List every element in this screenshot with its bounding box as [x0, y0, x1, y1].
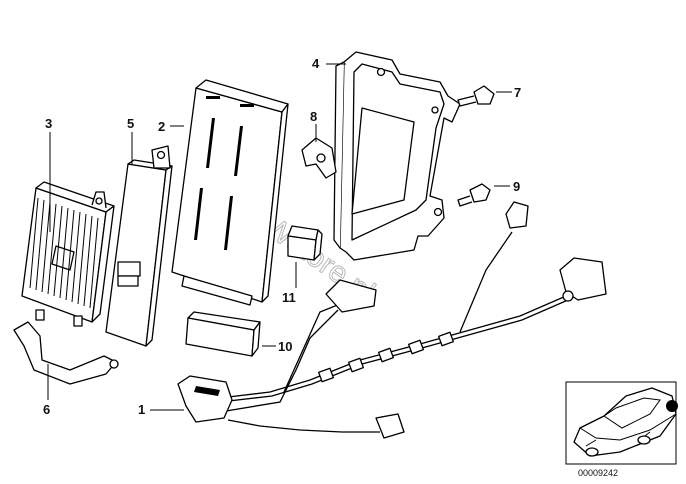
- callout-labels: 1 2 3 4 5 6 7 8 9 10 11: [43, 56, 521, 417]
- callout-6: 6: [43, 402, 50, 417]
- reference-number: 00009242: [578, 468, 618, 478]
- part-1-wiring-harness[interactable]: [177, 201, 607, 439]
- location-inset: [565, 381, 678, 465]
- part-7-screw[interactable]: [457, 85, 495, 107]
- location-marker-icon: [666, 400, 678, 412]
- callout-10: 10: [278, 339, 292, 354]
- callout-8: 8: [310, 109, 317, 124]
- part-11-holder[interactable]: [287, 225, 323, 261]
- callout-5: 5: [127, 116, 134, 131]
- part-3-amplifier-unit[interactable]: [21, 181, 115, 327]
- callout-9: 9: [513, 179, 520, 194]
- part-9-spacer[interactable]: [457, 183, 491, 207]
- callout-11: 11: [282, 290, 296, 305]
- part-4-metal-bracket[interactable]: [333, 51, 461, 261]
- callout-2: 2: [158, 119, 165, 134]
- callout-1: 1: [138, 402, 145, 417]
- car-outline-icon: [573, 387, 677, 457]
- part-6-bracket[interactable]: [13, 321, 119, 385]
- callout-4: 4: [312, 56, 320, 71]
- part-2-control-module[interactable]: [171, 79, 289, 306]
- leader-lines: [47, 63, 512, 411]
- callout-3: 3: [45, 116, 52, 131]
- part-10-pad[interactable]: [185, 311, 261, 357]
- callout-7: 7: [514, 85, 521, 100]
- part-5-mounting-strip[interactable]: [105, 145, 173, 347]
- part-8-clip[interactable]: [301, 137, 337, 179]
